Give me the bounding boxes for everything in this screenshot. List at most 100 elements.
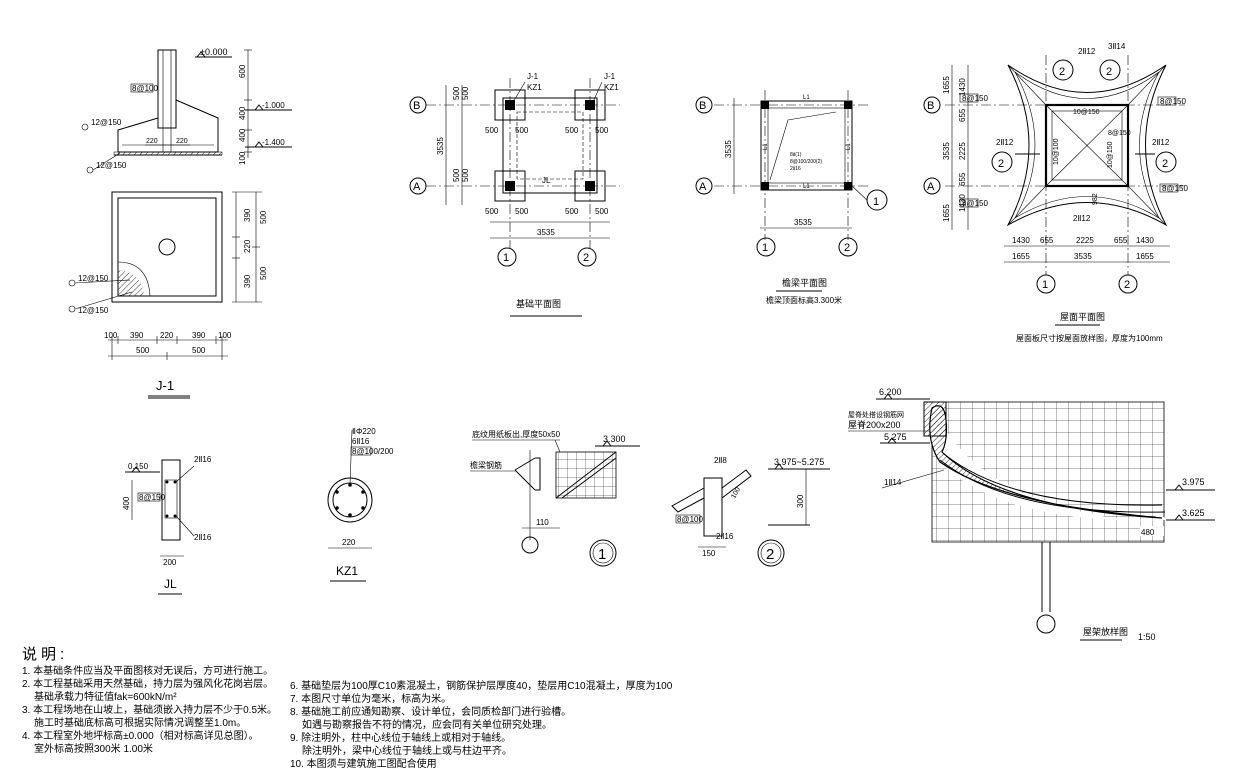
profile-note-1: 屋脊处搭设钢筋网 [848,410,904,419]
dim-400b-label: 400 [238,128,247,142]
svg-text:500: 500 [452,168,461,182]
svg-text:500: 500 [595,126,609,135]
dim-982: 982 [1092,193,1099,205]
label-l1: L1 [803,95,810,101]
label-j1b: J-1 [604,72,616,81]
h-655b: 655 [1114,236,1128,245]
detail1-dim-110: 110 [536,518,549,527]
kz1-bar-1: ⅡΦ220 [352,427,376,436]
plan-500a-label: 500 [259,210,268,224]
foundation-plan-title: 基础平面图 [516,298,561,309]
v-3535: 3535 [942,142,951,160]
h-3535: 3535 [1074,252,1092,261]
note-item: 1. 本基础条件应当及平面图核对无误后，方可进行施工。 [22,666,274,677]
dim-600-label: 600 [238,64,247,78]
svg-text:500: 500 [515,126,529,135]
axis-2: 2 [583,252,589,264]
bot-500a-label: 500 [136,346,150,355]
svg-text:500: 500 [515,207,529,216]
roof-plan-title: 屋面平面图 [1060,312,1105,322]
rebar-c4: 10@150 [1107,141,1114,168]
roof-profile: 6.200 屋脊处搭设钢筋网 屋脊200x200 5.275 1Ⅱ14 3.97… [848,387,1215,642]
jl-section: 0.150 2Ⅱ16 8@150 2Ⅱ16 400 200 JL [122,455,212,595]
svg-text:500: 500 [452,86,461,100]
note-item: 除注明外，梁中心线位于轴线上或与柱边平齐。 [302,746,512,757]
eave-axis-1: 1 [762,242,768,254]
profile-elev-top: 6.200 [879,387,902,397]
svg-text:500: 500 [461,168,470,182]
axis-1: 1 [503,252,509,264]
dim-3535v: 3535 [436,137,445,155]
eave-callout: 1 [873,196,879,208]
h-655a: 655 [1040,236,1054,245]
rebar-d-label: 12@150 [78,306,109,315]
note-item: 8. 基础施工前应通知勘察、设计单位，会同质检部门进行验槽。 [290,707,572,718]
detail1-elev: 3.300 [603,434,626,444]
detail2-bar-top: 2Ⅱ8 [714,456,727,465]
label-jl: JL [542,176,551,185]
eave-note-a: 8@100/200(2) [790,159,822,165]
jl-bot-bar: 2Ⅱ16 [194,533,212,542]
dim-100-label: 100 [238,151,247,165]
eave-dim-3535v: 3535 [724,140,733,158]
profile-elev-r1: 3.975 [1182,477,1205,487]
sec2-a: 2 [1059,66,1065,78]
bot-390b-label: 390 [192,331,206,340]
profile-scale: 1:50 [1138,632,1156,642]
eave-dim-3535h: 3535 [794,218,812,227]
foundation-section: ±0.000 220 220 8@100 12@150 12@150 -1. [81,47,292,174]
note-item: 9. 除注明外，柱中心线位于轴线上或相对于轴线。 [290,733,512,744]
dim-220-label: 220 [146,138,158,145]
svg-text:500: 500 [565,207,579,216]
axis-b: B [413,100,420,112]
svg-text:2Ⅱ12: 2Ⅱ12 [1152,138,1170,147]
profile-elev-r2: 3.625 [1182,508,1205,518]
svg-text:220: 220 [176,138,188,145]
eave-plan-title: 檐梁平面图 [782,277,827,288]
svg-text:2: 2 [998,158,1004,170]
detail1-note-left: 檐梁钢筋 [470,460,502,470]
svg-text:2: 2 [1106,66,1112,78]
v-1430a: 1430 [958,78,967,96]
rebar-a-label: 12@150 [91,118,122,127]
j1-title: J-1 [156,378,174,393]
detail1-label: 1 [598,546,606,563]
svg-text:8Ⅱ(1): 8Ⅱ(1) [790,152,802,158]
elev-top-label: ±0.000 [200,47,227,57]
h-2225: 2225 [1076,236,1094,245]
eave-beam-plan: L1 L1 L1 L1 8Ⅱ(1) 8@100/200(2) 2Ⅱ16 B A … [695,90,888,305]
eave-axis-a: A [699,181,707,193]
svg-text:L1: L1 [763,143,769,150]
kz1-dim-220: 220 [342,538,356,547]
notes-right: 6. 基础垫层为100厚C10素混凝土，钢筋保护层厚度40，垫层用C10混凝土，… [290,680,673,771]
svg-text:L1: L1 [846,143,852,150]
detail1-note-top: 底纹用纸板出,厚度50x50 [472,429,561,439]
roof-axis-a: A [927,181,935,193]
note-item: 6. 基础垫层为100厚C10素混凝土，钢筋保护层厚度40，垫层用C10混凝土，… [290,681,673,692]
h-1430b: 1430 [1136,236,1154,245]
roof-axis-2: 2 [1124,279,1130,291]
plan-390b-label: 390 [243,274,252,288]
plan-500b-label: 500 [259,266,268,280]
elev-2-label: -1.400 [262,138,285,147]
detail2-bar-bot: 2Ⅱ16 [716,532,734,541]
note-item: 4. 本工程室外地坪标高±0.000（相对标高详见总图）。 [22,731,259,742]
plan-220-label: 220 [243,239,252,253]
notes-heading: 说明: [22,646,69,663]
h-1655b: 1655 [1136,252,1154,261]
profile-dim-480: 480 [1141,528,1155,537]
elev-1-label: -1.000 [262,101,285,110]
note-item: 室外标高按照300米 1.00米 [34,744,153,755]
plan-390a-label: 390 [243,208,252,222]
rebar-top: 2Ⅱ12 [1078,47,1096,56]
rebar-top2: 3Ⅱ14 [1108,42,1126,51]
jl-dim-400: 400 [122,496,131,510]
svg-text:500: 500 [595,207,609,216]
foundation-plan-j1: 12@150 12@150 390 220 390 500 500 [68,191,268,399]
roof-axis-1: 1 [1042,279,1048,291]
note-item: 如遇与勘察报告不符的情况，应会同有关单位研究处理。 [302,720,552,731]
notes-left: 说明: 1. 本基础条件应当及平面图核对无误后，方可进行施工。2. 本工程基础采… [22,646,282,756]
rebar-c2: 8@150 [1108,130,1131,137]
detail2-dim-300: 300 [796,494,805,508]
